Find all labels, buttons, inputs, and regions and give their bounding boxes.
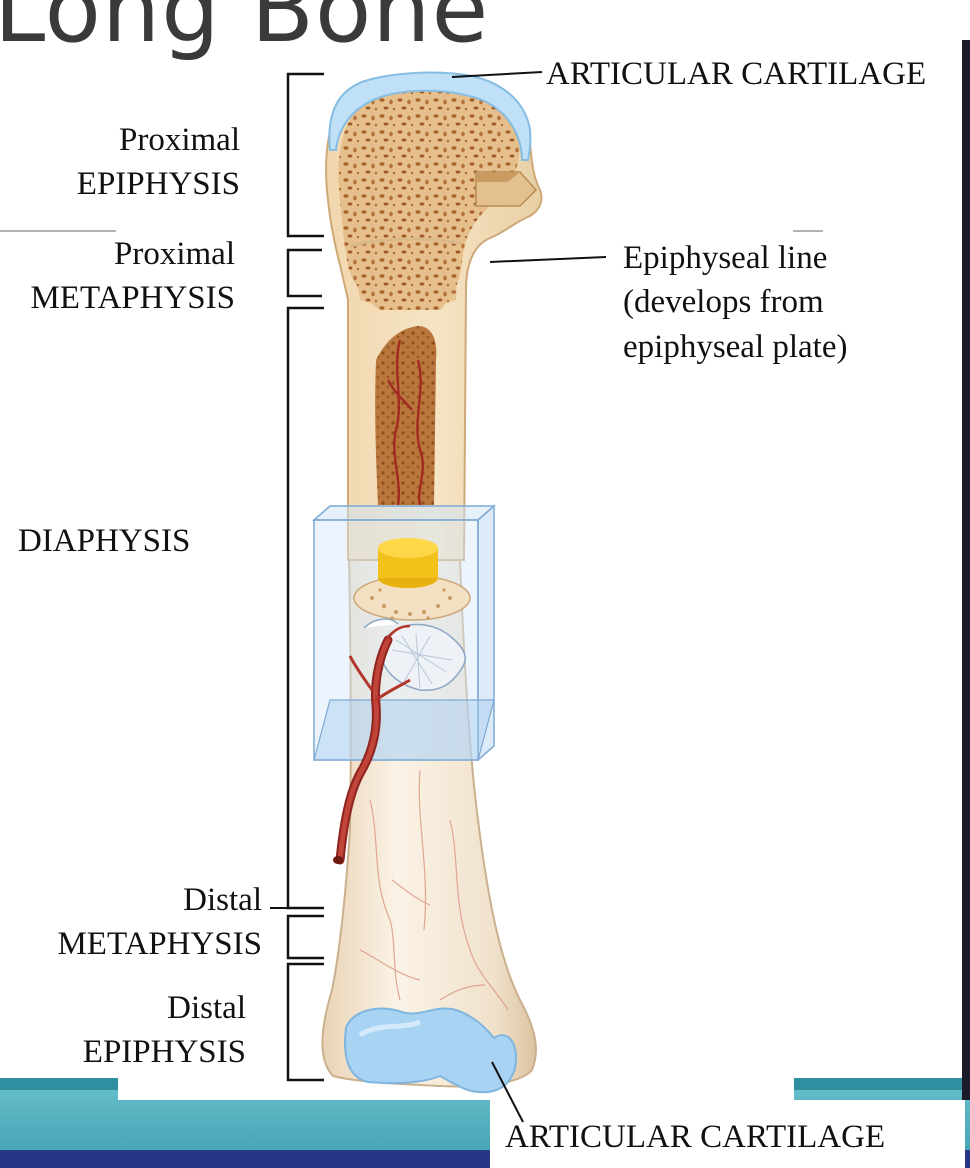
label-articular-cartilage-bottom: ARTICULAR CARTILAGE [505, 1115, 885, 1159]
slide-title: Long Bone [0, 0, 489, 63]
bracket-proximal-metaphysis [288, 250, 322, 296]
label-proximal-epiphysis-line1: Proximal [119, 118, 240, 162]
label-distal-metaphysis-line1: Distal [183, 878, 262, 922]
bracket-proximal-epiphysis [288, 74, 324, 236]
label-distal-epiphysis-line2: EPIPHYSIS [83, 1030, 246, 1074]
label-proximal-metaphysis-line1: Proximal [114, 232, 235, 276]
bracket-distal-epiphysis [288, 964, 324, 1080]
label-proximal-epiphysis-line2: EPIPHYSIS [77, 162, 240, 206]
section-box [314, 506, 494, 760]
label-articular-cartilage-top: ARTICULAR CARTILAGE [546, 52, 926, 96]
label-diaphysis: DIAPHYSIS [18, 519, 190, 563]
label-epiphyseal-line-3: epiphyseal plate) [623, 325, 848, 369]
label-distal-epiphysis-line1: Distal [167, 986, 246, 1030]
bracket-distal-metaphysis [288, 916, 324, 958]
label-epiphyseal-line-2: (develops from [623, 280, 824, 324]
label-epiphyseal-line-1: Epiphyseal line [623, 236, 827, 280]
marrow-cavity [375, 326, 436, 505]
label-distal-metaphysis-line2: METAPHYSIS [57, 922, 262, 966]
label-proximal-metaphysis-line2: METAPHYSIS [30, 276, 235, 320]
